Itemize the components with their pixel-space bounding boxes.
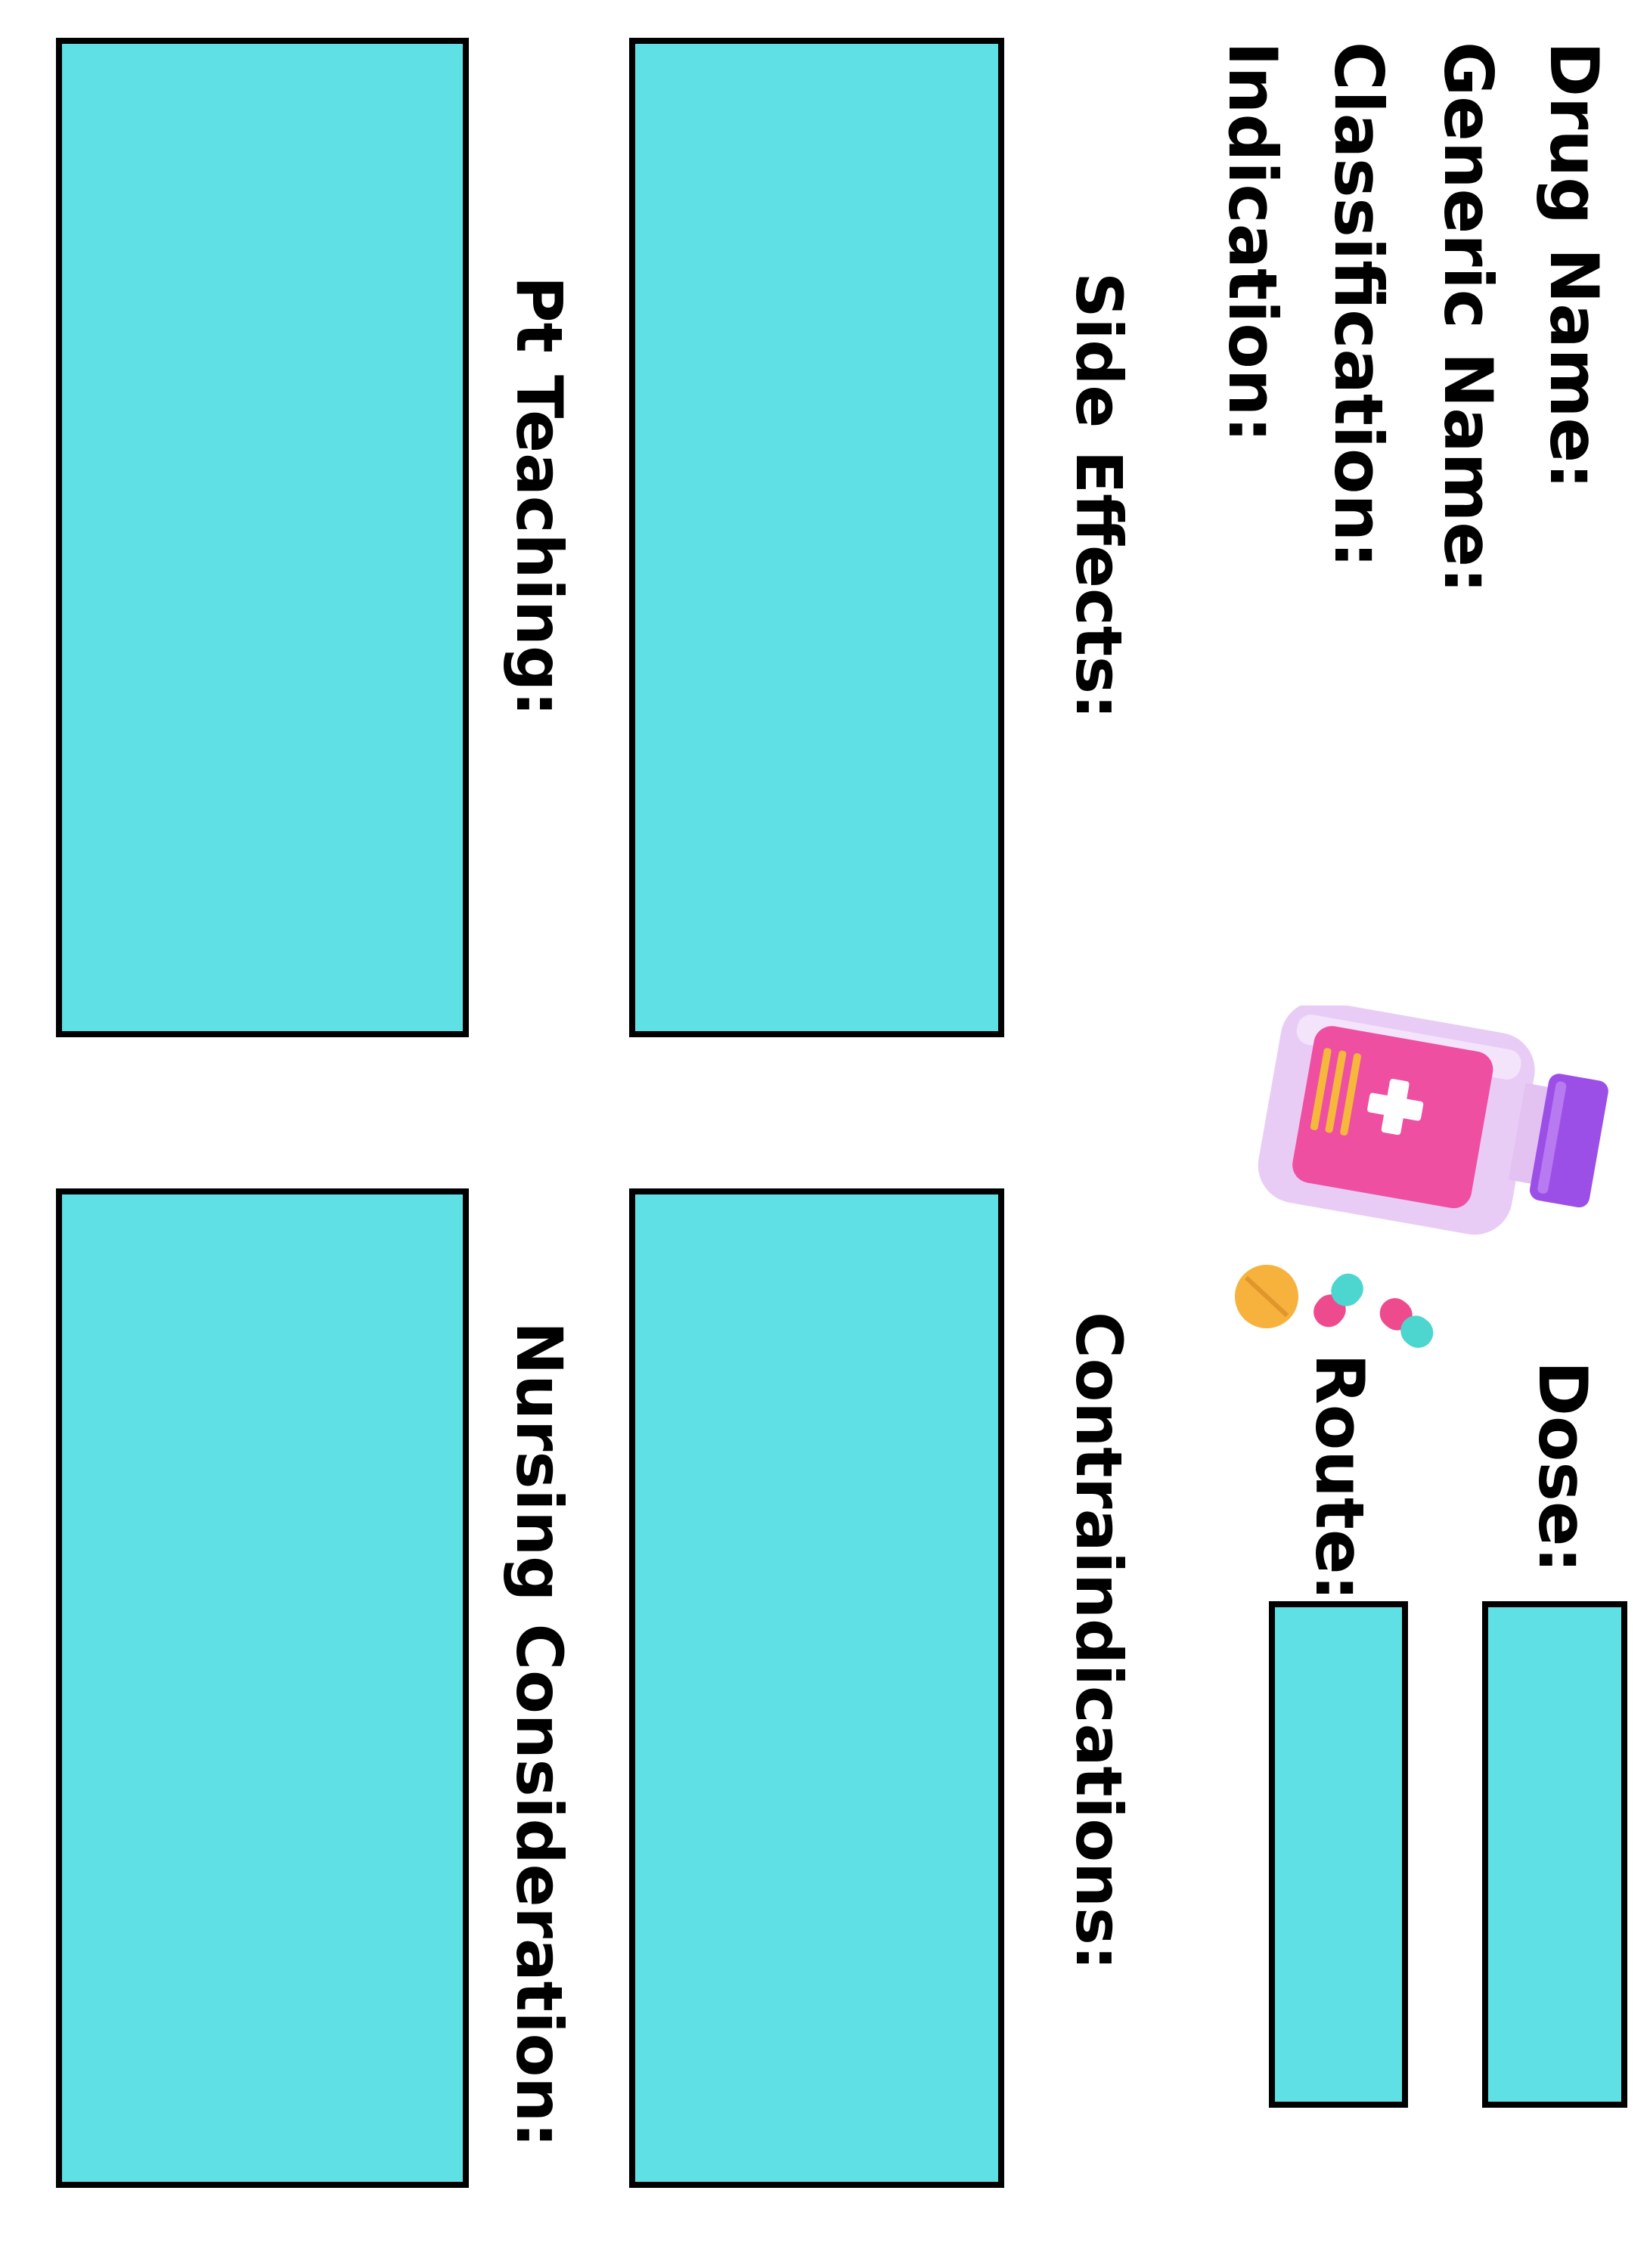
generic-name-label: Generic Name: [1429, 42, 1507, 594]
classification-label: Classification: [1320, 42, 1397, 569]
dose-field[interactable] [1482, 1601, 1627, 2108]
drug-name-label: Drug Name: [1535, 42, 1613, 490]
route-label: Route: [1301, 1353, 1379, 1601]
side-effects-label: Side Effects: [1062, 272, 1136, 720]
side-effects-box[interactable] [629, 38, 1004, 1037]
nursing-consideration-box[interactable] [56, 1188, 469, 2188]
contraindications-box[interactable] [629, 1188, 1004, 2188]
pill-bottle-icon [1233, 1001, 1618, 1356]
route-field[interactable] [1269, 1601, 1408, 2108]
indication-label: Indication: [1214, 42, 1292, 443]
contraindications-label: Contraindications: [1062, 1312, 1136, 1971]
pt-teaching-box[interactable] [56, 38, 469, 1037]
nursing-consideration-label: Nursing Consideration: [502, 1321, 576, 2148]
dose-label: Dose: [1524, 1361, 1602, 1573]
pt-teaching-label: Pt Teaching: [502, 276, 576, 717]
